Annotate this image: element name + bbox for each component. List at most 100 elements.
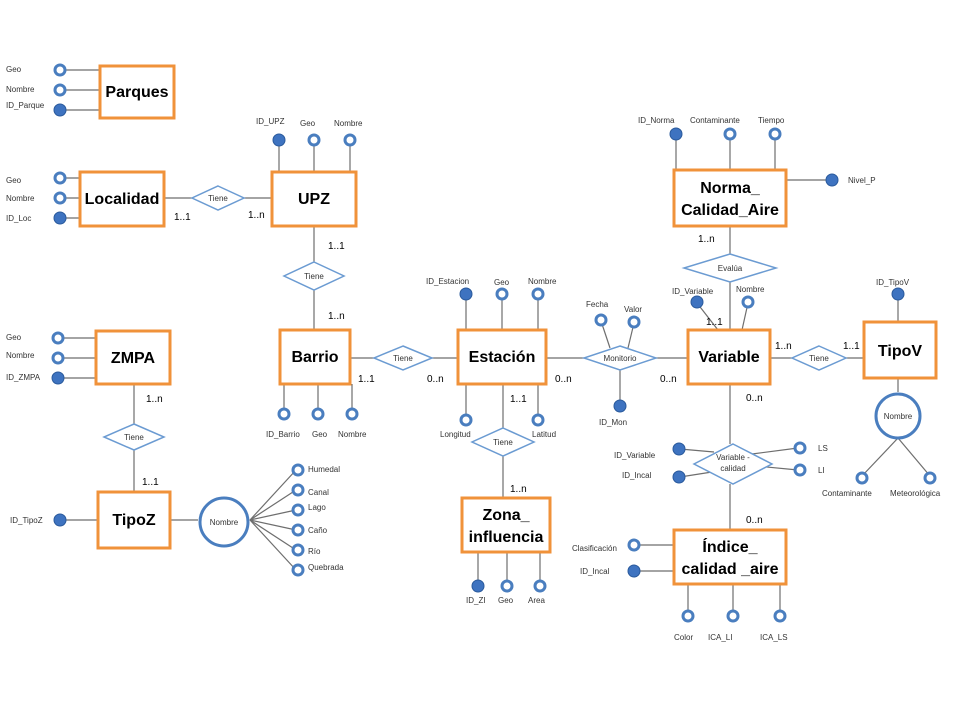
attr-zmpa-id: ID_ZMPA xyxy=(6,373,41,382)
attr-tipov-id: ID_TipoV xyxy=(876,278,910,287)
relationship-tiene-barrio-estacion[interactable]: Tiene xyxy=(372,345,434,371)
card-est-tiene-zona: 1..1 xyxy=(510,394,527,405)
rel-label: Monitorio xyxy=(604,354,637,363)
attr-zona-geo: Geo xyxy=(498,596,514,605)
attr-tipoz-id: ID_TipoZ xyxy=(10,516,43,525)
rel-label: Evalúa xyxy=(718,264,743,273)
attr-tipoz-canal: Canal xyxy=(308,488,329,497)
attr-est-longitud: Longitud xyxy=(440,430,471,439)
entity-tipov[interactable]: TipoV xyxy=(862,320,938,380)
rel-label: Tiene xyxy=(208,194,228,203)
entity-parques-label: Parques xyxy=(105,84,168,101)
attr-ind-idincal: ID_Incal xyxy=(580,567,610,576)
entity-variable-label: Variable xyxy=(698,349,759,366)
attr-est-nombre: Nombre xyxy=(528,277,557,286)
rel-label: Tiene xyxy=(809,354,829,363)
relationship-tiene-variable-tipov[interactable]: Tiene xyxy=(790,345,848,371)
attr-barrio-nombre: Nombre xyxy=(338,430,367,439)
attr-mon-valor: Valor xyxy=(624,305,642,314)
rel-label: Tiene xyxy=(493,438,513,447)
attr-upz-nombre: Nombre xyxy=(334,119,363,128)
attr-vc-li: LI xyxy=(818,466,825,475)
attr-zmpa-geo: Geo xyxy=(6,333,22,342)
entity-localidad-label: Localidad xyxy=(85,191,160,208)
attr-barrio-id: ID_Barrio xyxy=(266,430,300,439)
entity-estacion-label: Estación xyxy=(469,349,536,366)
attr-vc-ls: LS xyxy=(818,444,828,453)
attr-norma-tiempo: Tiempo xyxy=(758,116,785,125)
entity-upz-label: UPZ xyxy=(298,191,330,208)
attr-parques-nombre: Nombre xyxy=(6,85,35,94)
entity-upz[interactable]: UPZ xyxy=(270,170,358,228)
attr-tipoz-cano: Caño xyxy=(308,526,328,535)
relationship-variable-calidad[interactable]: Variable - calidad xyxy=(692,443,774,485)
attr-upz-id: ID_UPZ xyxy=(256,117,285,126)
attr-var-nombre: Nombre xyxy=(736,285,765,294)
attr-vc-idincal: ID_Incal xyxy=(622,471,652,480)
card-norma-evalua: 1..n xyxy=(698,234,715,245)
rel-label: Tiene xyxy=(124,433,144,442)
card-tiene-upz: 1..n xyxy=(248,210,265,221)
attr-loc-nombre: Nombre xyxy=(6,194,35,203)
attr-tipov-contaminante: Contaminante xyxy=(822,489,872,498)
attribute-labels: Geo Nombre ID_Parque Geo Nombre ID_Loc I… xyxy=(6,65,941,642)
attr-barrio-geo: Geo xyxy=(312,430,328,439)
relationship-tiene-upz-barrio[interactable]: Tiene xyxy=(282,261,346,291)
entity-zona-label-line1: Zona_ xyxy=(482,507,530,524)
attr-tipov-meteo: Meteorológica xyxy=(890,489,941,498)
entity-norma-calidad-aire[interactable]: Norma_ Calidad_Aire xyxy=(672,168,788,228)
attr-ind-icali: ICA_LI xyxy=(708,633,732,642)
rel-label-line1: Variable - xyxy=(716,453,750,462)
card-tiene-zona: 1..n xyxy=(510,484,527,495)
attr-est-latitud: Latitud xyxy=(532,430,556,439)
entity-zmpa[interactable]: ZMPA xyxy=(94,329,172,386)
card-tiene-tipov: 1..1 xyxy=(843,341,860,352)
entity-barrio[interactable]: Barrio xyxy=(278,328,352,386)
multi-label: Nombre xyxy=(884,412,913,421)
entity-variable[interactable]: Variable xyxy=(686,328,772,386)
attr-parques-id: ID_Parque xyxy=(6,101,45,110)
entity-barrio-label: Barrio xyxy=(291,349,338,366)
attr-tipoz-rio: Río xyxy=(308,547,321,556)
attr-mon-id: ID_Mon xyxy=(599,418,627,427)
attribute-dots xyxy=(51,63,937,623)
attr-norma-contaminante: Contaminante xyxy=(690,116,740,125)
attr-parques-geo: Geo xyxy=(6,65,22,74)
attr-ind-color: Color xyxy=(674,633,693,642)
attr-est-id: ID_Estacion xyxy=(426,277,469,286)
card-barrio-tiene: 1..1 xyxy=(358,374,375,385)
connector-lines xyxy=(60,69,931,614)
entity-parques[interactable]: Parques xyxy=(98,64,176,120)
card-upz-tiene: 1..1 xyxy=(328,241,345,252)
attr-loc-geo: Geo xyxy=(6,176,22,185)
card-loc-tiene: 1..1 xyxy=(174,212,191,223)
multi-label: Nombre xyxy=(210,518,239,527)
entity-norma-label-line2: Calidad_Aire xyxy=(681,202,779,219)
relationship-tiene-localidad-upz[interactable]: Tiene xyxy=(190,185,246,211)
entity-estacion[interactable]: Estación xyxy=(456,328,548,386)
attr-tipoz-quebrada: Quebrada xyxy=(308,563,344,572)
entity-tipoz[interactable]: TipoZ xyxy=(96,490,172,550)
attr-zona-id: ID_ZI xyxy=(466,596,486,605)
attr-est-geo: Geo xyxy=(494,278,510,287)
attr-tipoz-lago: Lago xyxy=(308,503,326,512)
entity-zona-influencia[interactable]: Zona_ influencia xyxy=(460,496,552,554)
relationship-evalua[interactable]: Evalúa xyxy=(681,253,779,283)
rel-label: Tiene xyxy=(393,354,413,363)
multivalued-attr-nombre-tipov[interactable]: Nombre xyxy=(874,392,922,440)
entity-norma-label-line1: Norma_ xyxy=(700,180,761,197)
relationship-monitorio[interactable]: Monitorio xyxy=(581,345,659,371)
attr-mon-fecha: Fecha xyxy=(586,300,609,309)
relationship-tiene-estacion-zona[interactable]: Tiene xyxy=(470,427,536,457)
attr-ind-clasif: Clasificación xyxy=(572,544,617,553)
entity-indice-calidad-aire[interactable]: Índice_ calidad _aire xyxy=(672,528,788,586)
card-est-mon: 0..n xyxy=(555,374,572,385)
entity-localidad[interactable]: Localidad xyxy=(78,170,166,228)
attr-ind-icals: ICA_LS xyxy=(760,633,788,642)
cardinality-labels: 1..1 1..n 1..1 1..n 1..1 0..n 0..n 0..n … xyxy=(142,210,860,526)
attr-vc-idvar: ID_Variable xyxy=(614,451,656,460)
entity-zmpa-label: ZMPA xyxy=(111,350,156,367)
relationship-tiene-zmpa-tipoz[interactable]: Tiene xyxy=(102,423,166,451)
entity-tipoz-label: TipoZ xyxy=(112,512,155,529)
multivalued-attr-nombre-tipoz[interactable]: Nombre xyxy=(198,496,250,548)
